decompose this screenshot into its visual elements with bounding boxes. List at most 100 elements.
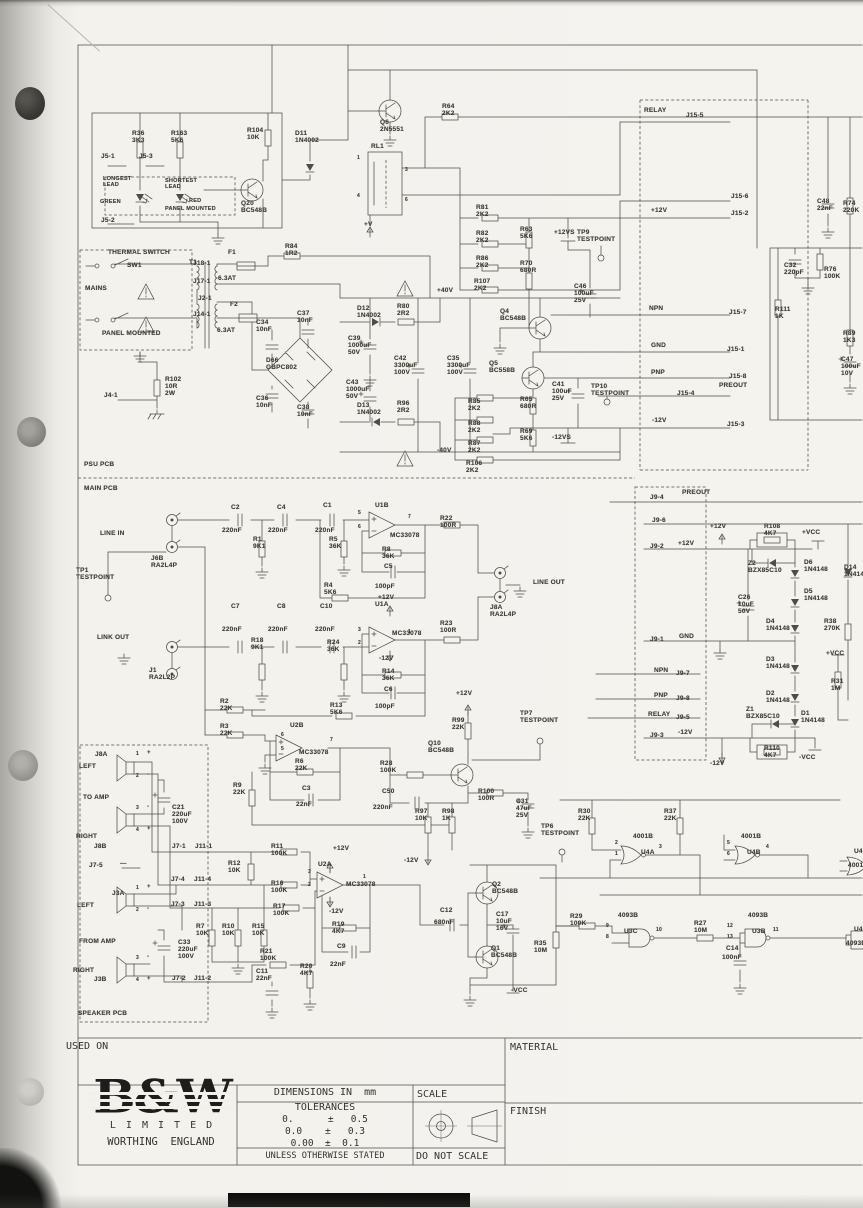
do-not-scale-label: DO NOT SCALE <box>416 1151 489 1162</box>
schematic-label: R69 5K6 <box>520 428 533 442</box>
schematic-label: J9-8 <box>676 695 690 702</box>
schematic-label: C5 <box>384 563 393 570</box>
logo-stripe <box>86 1106 236 1109</box>
schematic-label: U4A <box>641 849 655 856</box>
projection-symbol <box>425 1109 502 1143</box>
schematic-label: C8 <box>277 603 286 610</box>
schematic-label: +12V <box>710 523 727 530</box>
schematic-label: F1 <box>228 249 236 256</box>
schematic-label: 3 <box>659 844 662 850</box>
punch-hole <box>8 750 38 781</box>
schematic-label: C1 <box>323 502 332 509</box>
schematic-label: J15-4 <box>677 390 695 397</box>
schematic-label: 4093B <box>618 912 639 919</box>
schematic-label: Q2 BC548B <box>492 881 519 895</box>
schematic-label: C47 100uF 10V <box>841 356 861 377</box>
schematic-label: 220nF <box>315 527 335 534</box>
schematic-label: J15-5 <box>686 112 704 119</box>
main-section-wires <box>104 486 863 764</box>
schematic-label: 6 <box>727 851 730 857</box>
schematic-label: 4001B <box>633 833 654 840</box>
schematic-label: R97 10K <box>415 808 428 822</box>
schematic-label: R36 3K3 <box>132 130 145 144</box>
schematic-label: U3B <box>752 928 766 935</box>
schematic-label: C21 220uF 100V <box>172 804 192 825</box>
schematic-label: R31 1M <box>831 678 844 692</box>
schematic-label: -40V <box>437 447 452 454</box>
punch-hole <box>16 1078 44 1106</box>
punch-hole <box>17 417 46 447</box>
schematic-label: U4 <box>854 926 863 933</box>
schematic-label: TP6 TESTPOINT <box>541 823 580 837</box>
schematic-label: R30 22K <box>578 808 591 822</box>
schematic-label: J2-1 <box>198 295 212 302</box>
schematic-label: 100pF <box>375 583 395 590</box>
schematic-label: 100pF <box>375 703 395 710</box>
schematic-label: 6 <box>405 197 408 203</box>
schematic-label: C4 <box>277 504 286 511</box>
schematic-label: R2 22K <box>220 698 233 712</box>
schematic-label: R21 100K <box>260 948 277 962</box>
schematic-label: 11 <box>773 927 779 933</box>
schematic-label: R23 100R <box>440 620 457 634</box>
schematic-label: C43 1000uF 50V <box>346 379 370 400</box>
schematic-label: J9-3 <box>650 732 664 739</box>
schematic-label: F2 <box>230 301 238 308</box>
schematic-label: R100 100R <box>478 788 495 802</box>
schematic-label: R13 5K6 <box>330 702 343 716</box>
schematic-label: C50 <box>382 788 395 795</box>
schematic-label: PNP <box>654 692 668 699</box>
schematic-label: PANEL MOUNTED <box>165 206 216 212</box>
schematic-label: R86 2K2 <box>476 255 489 269</box>
schematic-label: R20 4K7 <box>300 963 313 977</box>
schematic-label: J5-1 <box>101 153 115 160</box>
schematic-label: 6 <box>281 732 284 738</box>
bw-logo: B&W <box>93 1069 233 1124</box>
schematic-label: J1 RA2L2P <box>149 667 176 681</box>
logo-location: WORTHING ENGLAND <box>107 1136 215 1148</box>
schematic-label: U4 <box>854 848 863 855</box>
schematic-label: R12 10K <box>228 860 241 874</box>
schematic-label: R111 1K <box>775 306 791 320</box>
schematic-label: D12 1N4002 <box>357 305 381 319</box>
tolerance-row: 0. ± 0.5 <box>282 1114 368 1125</box>
schematic-label: J9-7 <box>676 670 690 677</box>
schematic-label: 7 <box>330 737 333 743</box>
schematic-label: 3 <box>405 167 408 173</box>
schematic-label: C36 10nF <box>256 395 272 409</box>
schematic-label: C17 10uF 16V <box>496 911 512 932</box>
schematic-label: -12V <box>379 655 394 662</box>
schematic-label: J3A <box>112 890 125 897</box>
schematic-label: J8B <box>94 843 107 850</box>
schematic-label: C2 <box>231 504 240 511</box>
schematic-label: C11 22nF <box>256 968 272 982</box>
schematic-label: R70 680R <box>520 260 537 274</box>
speaker-section-wires <box>79 744 596 1023</box>
schematic-label: J15-2 <box>731 210 749 217</box>
schematic-label: J7-4 <box>171 876 185 883</box>
schematic-label: C39 1000uF 50V <box>348 335 372 356</box>
schematic-label: PREOUT <box>682 489 711 496</box>
schematic-label: - <box>147 906 150 912</box>
logo-stripe <box>86 1099 236 1102</box>
schematic-label: C35 3300uF 100V <box>447 355 471 376</box>
schematic-label: C12 <box>440 907 453 914</box>
schematic-label: 9 <box>606 923 609 929</box>
schematic-label: R1 9K1 <box>253 536 266 550</box>
schematic-label: 4 <box>357 193 360 199</box>
schematic-label: C26 10uF 50V <box>738 594 754 615</box>
schematic-label: 1 <box>363 874 366 880</box>
schematic-label: -VCC <box>799 754 816 761</box>
schematic-label: R99 22K <box>452 717 465 731</box>
schematic-label: C38 10nF <box>297 404 313 418</box>
schematic-label: 4 <box>136 827 139 833</box>
schematic-label: J4-1 <box>104 392 118 399</box>
schematic-label: 6.3AT <box>218 275 237 282</box>
schematic-label: +V <box>364 221 373 228</box>
schematic-label: R29 100K <box>570 913 587 927</box>
schematic-label: J11-2 <box>194 975 212 982</box>
schematic-label: -12V <box>652 417 667 424</box>
finish-label: FINISH <box>510 1106 547 1117</box>
